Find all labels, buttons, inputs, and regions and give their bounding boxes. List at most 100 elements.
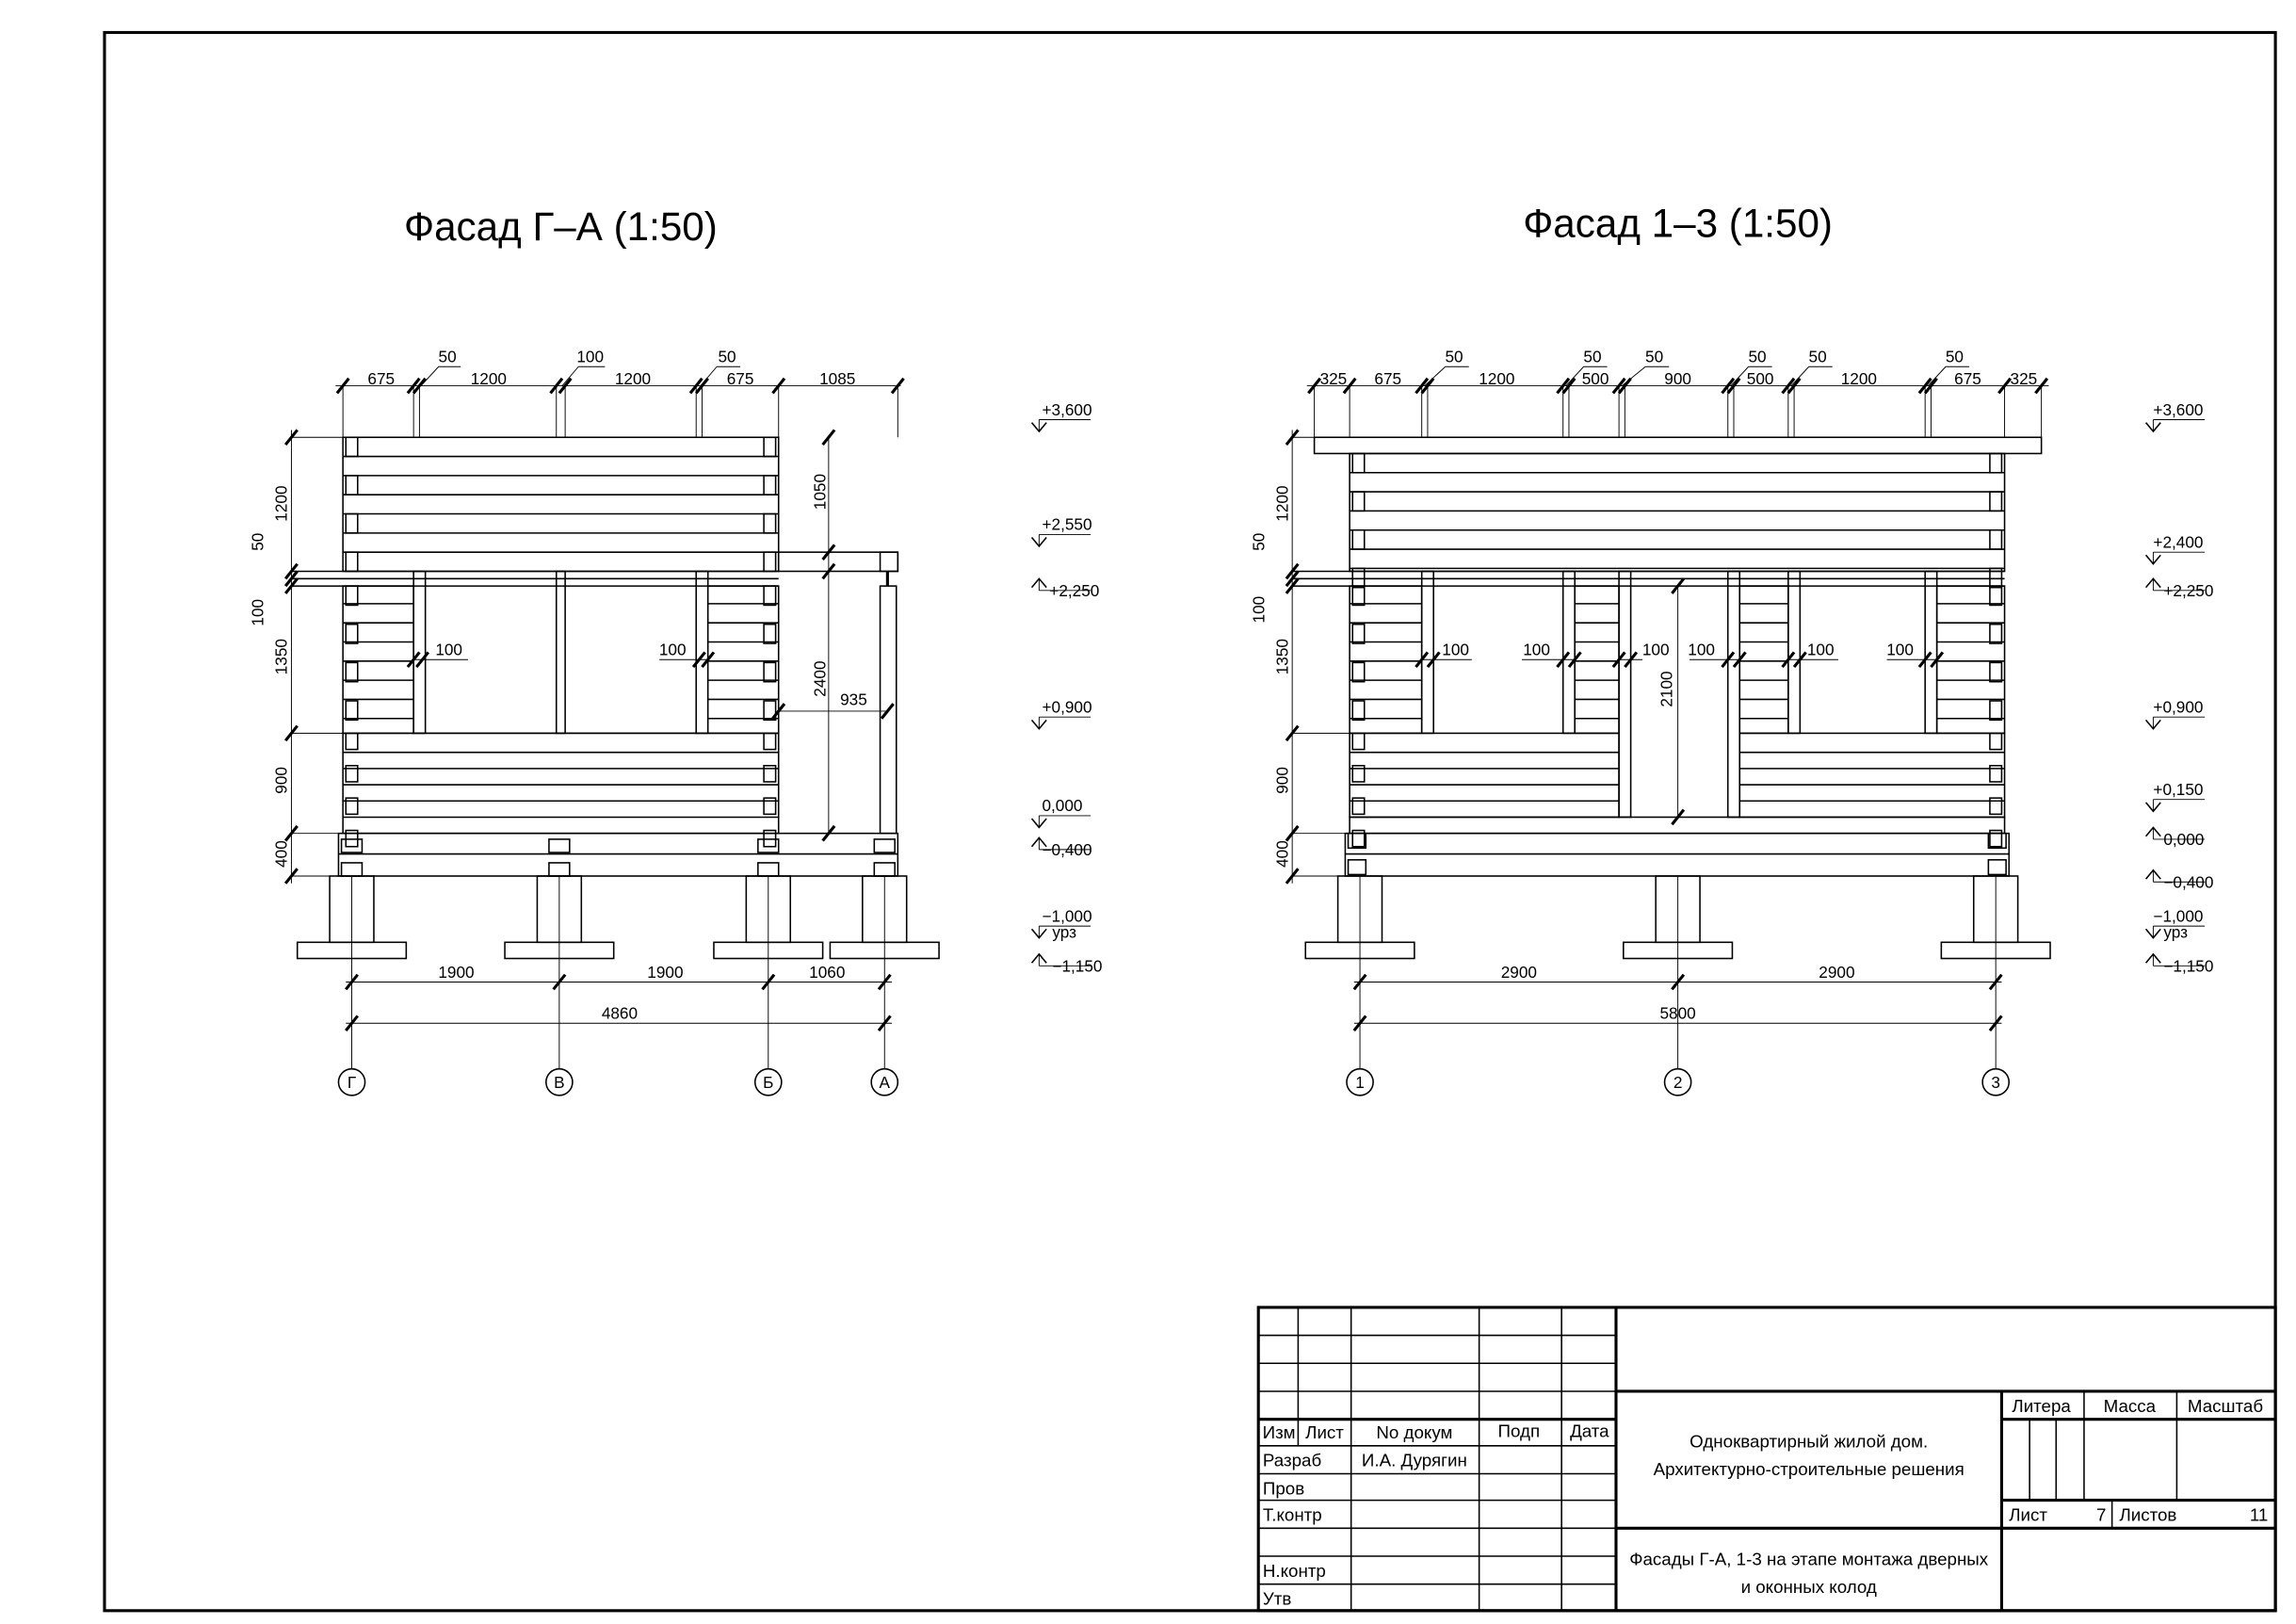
dimension-label: 7 [2096, 1504, 2106, 1524]
level-label: −0,400 [1042, 840, 1091, 859]
wall-upper [342, 436, 780, 573]
level-arrow-up-icon [1030, 577, 1047, 589]
dimension-label: 50 [439, 348, 457, 366]
dimension-label: 100 [1249, 596, 1268, 624]
leader [1730, 365, 1749, 386]
log-end [1989, 829, 2003, 848]
axis-bubble [753, 1067, 783, 1096]
dimension-label: 2400 [811, 660, 830, 696]
dimension-label: 935 [840, 690, 867, 709]
dimension-label: Лист [2009, 1504, 2047, 1524]
dimension-label: 900 [1664, 369, 1691, 388]
log-end [763, 551, 777, 573]
dimension-tick [1352, 973, 1367, 991]
level-label: 0,000 [1042, 796, 1082, 815]
dimension-label: 675 [727, 369, 754, 388]
dimension-label: 100 [576, 348, 604, 366]
dimension-label: 2900 [1819, 963, 1854, 982]
log-end [763, 623, 777, 644]
level-label: −1,150 [2163, 957, 2213, 976]
beam-end [340, 838, 364, 853]
dimension-label: No докум [1376, 1422, 1452, 1442]
log-end [345, 700, 359, 722]
dimension-label: 325 [2011, 369, 2038, 388]
level-arrow-up-icon [2144, 577, 2161, 589]
dimension-tick [1917, 651, 1932, 669]
log-end [1351, 661, 1366, 683]
leader [420, 365, 440, 386]
axis-label: 2 [1673, 1073, 1683, 1092]
dimension-label: 5800 [1659, 1004, 1695, 1023]
dimension-label: 50 [1809, 348, 1827, 366]
level-label: −0,400 [2163, 872, 2213, 891]
dimension-label: Дата [1570, 1421, 1609, 1440]
dimension-label: 1200 [615, 369, 651, 388]
log-end [1351, 528, 1366, 550]
dimension-label: 1060 [809, 963, 845, 982]
dimension-label: 100 [1442, 641, 1469, 659]
dimension-tick [1671, 973, 1686, 991]
dimension-label: 100 [659, 641, 687, 659]
leader [700, 365, 718, 386]
beam-end [873, 862, 896, 877]
leader [1790, 365, 1810, 386]
level-arrow-up-icon [2144, 869, 2161, 880]
log-end [763, 764, 777, 783]
dimension-label: 500 [1582, 369, 1609, 388]
axis-label: 1 [1355, 1073, 1365, 1092]
axis-label: В [554, 1073, 564, 1092]
dimension-label: Н.контр [1263, 1561, 1326, 1581]
dimension-label: 50 [1583, 348, 1601, 366]
dimension-label: 100 [1886, 641, 1914, 659]
dimension-label: 1200 [1479, 369, 1514, 388]
log-end [345, 475, 359, 495]
beam-end [873, 838, 896, 853]
log-end [1989, 585, 2003, 607]
dimension-label: Листов [2119, 1504, 2176, 1524]
dimension-tick [1732, 651, 1747, 669]
beam-end [1347, 859, 1367, 876]
level-arrow-down-icon [2144, 802, 2161, 813]
window-jamb [695, 570, 709, 735]
level-label: +0,150 [2153, 780, 2203, 799]
dimension-label: 100 [1642, 641, 1670, 659]
frame-jamb [1618, 570, 1632, 819]
log-end [1351, 623, 1366, 644]
log-end [1989, 797, 2003, 816]
beam-end [340, 862, 364, 877]
dimension-label: 1200 [471, 369, 507, 388]
leader [1565, 365, 1584, 386]
sheet-title: и оконных колод [1741, 1577, 1877, 1597]
dimension-label: Пров [1263, 1478, 1304, 1498]
log-end [1989, 700, 2003, 722]
log-end [345, 764, 359, 783]
dimension-tick [1930, 651, 1945, 669]
dimension-tick [771, 703, 786, 720]
wall-pier [1574, 585, 1620, 735]
dimension-tick [1988, 973, 2003, 991]
level-arrow-down-icon [1030, 818, 1047, 829]
dimension-tick [761, 973, 776, 991]
dimension-tick [1415, 651, 1430, 669]
dimension-tick [880, 703, 895, 720]
log-end [1989, 732, 2003, 751]
dimension-tick [821, 824, 836, 842]
dimension-label: 50 [718, 348, 736, 366]
dimension-tick [1671, 808, 1686, 826]
dimension-label: 500 [1747, 369, 1774, 388]
log-end [763, 512, 777, 534]
level-arrow-down-icon [1030, 928, 1047, 939]
level-arrow-down-icon [2144, 928, 2161, 939]
log-end [1989, 452, 2003, 474]
log-end [1351, 585, 1366, 607]
level-arrow-down-icon [2144, 554, 2161, 565]
dimension-label: Масса [2104, 1396, 2157, 1416]
dimension-label: 50 [249, 533, 267, 551]
dimension-tick [701, 651, 716, 669]
dimension-tick [1556, 651, 1571, 669]
wall-pier [1935, 585, 2006, 735]
log-end [763, 475, 777, 495]
dimension-label: Масштаб [2188, 1396, 2263, 1416]
project-title: Архитектурно-строительные решения [1654, 1459, 1965, 1479]
